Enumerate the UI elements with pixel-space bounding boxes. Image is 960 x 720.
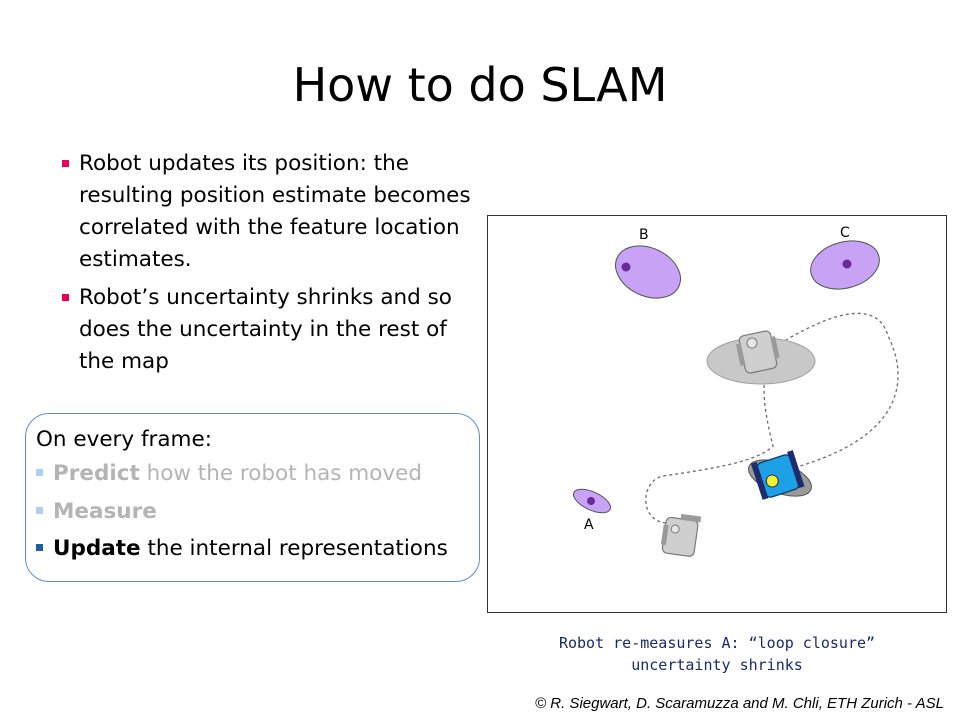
landmark-c-icon (842, 259, 852, 269)
figure-caption: Robot re-measures A: “loop closure” unce… (487, 632, 947, 676)
step-marker-icon (36, 468, 43, 476)
slam-figure: B C A (487, 215, 947, 613)
step-measure: Measure (36, 499, 157, 524)
landmark-c-label: C (840, 225, 850, 241)
bullet-text: Robot updates its position: the resultin… (79, 151, 471, 272)
ghost-robot-icon (735, 330, 780, 374)
bullet-text: Robot’s uncertainty shrinks and so does … (79, 285, 452, 374)
trajectory-path (645, 312, 899, 524)
step-text: the internal representations (140, 536, 448, 561)
bullet-marker-icon (62, 294, 69, 301)
landmark-b-ellipse (615, 245, 681, 299)
landmark-b-icon (621, 262, 631, 272)
frame-box-heading: On every frame: (36, 427, 212, 452)
step-marker-icon (36, 506, 43, 514)
robot-icon (750, 450, 805, 500)
bullet-item: Robot updates its position: the resultin… (60, 148, 480, 276)
step-keyword: Measure (53, 499, 157, 524)
caption-line-2: uncertainty shrinks (631, 656, 803, 674)
bullet-item: Robot’s uncertainty shrinks and so does … (60, 282, 480, 378)
start-robot-icon (660, 513, 702, 557)
step-predict: Predict how the robot has moved (36, 461, 422, 486)
step-update: Update the internal representations (36, 536, 448, 561)
every-frame-box: On every frame: Predict how the robot ha… (25, 413, 480, 582)
slide-title: How to do SLAM (292, 58, 668, 112)
step-text: how the robot has moved (139, 461, 423, 486)
slam-diagram: B C A (572, 225, 899, 557)
landmark-a-icon (587, 497, 595, 505)
step-keyword: Update (53, 536, 141, 561)
copyright-credit: © R. Siegwart, D. Scaramuzza and M. Chli… (535, 695, 944, 712)
caption-line-1: Robot re-measures A: “loop closure” (558, 634, 876, 652)
landmark-a-label: A (584, 517, 594, 533)
step-keyword: Predict (53, 461, 140, 486)
step-marker-icon (36, 543, 43, 551)
landmark-b-label: B (639, 227, 649, 243)
bullet-list: Robot updates its position: the resultin… (60, 148, 480, 384)
bullet-marker-icon (62, 160, 69, 167)
